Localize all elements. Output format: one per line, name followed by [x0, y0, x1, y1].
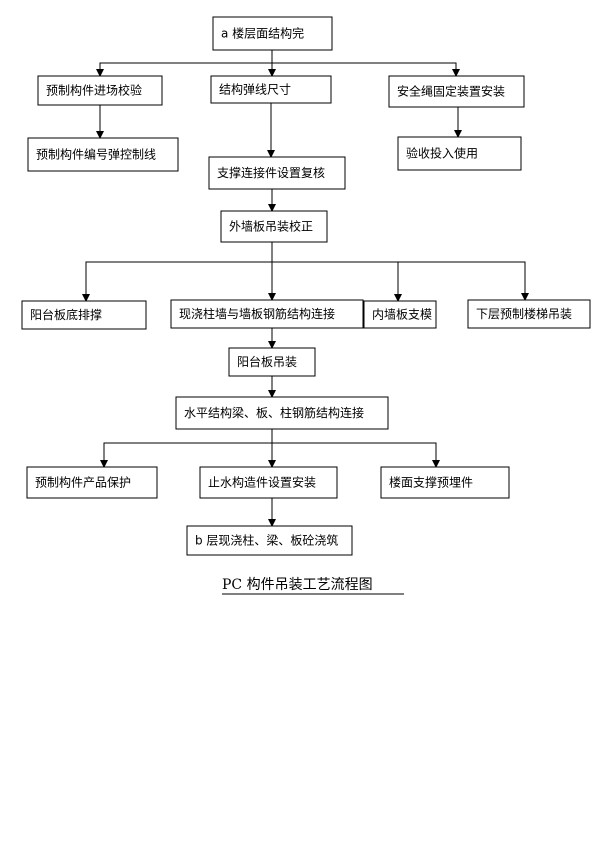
step-box	[37, 75, 163, 106]
step-label: 内墙板支模	[372, 308, 432, 322]
process-step-n11: 内墙板支模	[363, 300, 437, 329]
process-step-n1: a 楼层面结构完	[212, 16, 333, 51]
step-box	[175, 396, 389, 430]
step-label: b 层现浇柱、梁、板砼浇筑	[195, 533, 338, 548]
process-step-n3: 结构弹线尺寸	[210, 75, 332, 104]
step-box	[199, 466, 338, 499]
step-label: 阳台板底排撑	[30, 307, 102, 322]
step-box	[170, 299, 364, 329]
step-box	[27, 137, 179, 172]
step-box	[212, 16, 333, 51]
process-step-n6: 验收投入使用	[397, 136, 522, 171]
process-step-n8: 外墙板吊装校正	[220, 210, 328, 243]
step-box	[186, 525, 353, 556]
process-step-n2: 预制构件进场校验	[37, 75, 163, 106]
arrow-n8-to-n9	[82, 242, 273, 302]
process-step-n9: 阳台板底排撑	[21, 300, 147, 330]
arrow-n14-to-n17	[271, 429, 440, 468]
process-step-n14: 水平结构梁、板、柱钢筋结构连接	[175, 396, 389, 430]
step-label: a 楼层面结构完	[221, 26, 304, 41]
arrow-n1-to-n2	[96, 50, 273, 77]
step-label: 预制构件产品保护	[35, 475, 131, 490]
step-label: 验收投入使用	[406, 146, 478, 161]
process-step-n13: 阳台板吊装	[228, 347, 316, 377]
arrow-n8-to-n11	[271, 242, 402, 302]
step-label: 止水构造件设置安装	[208, 475, 316, 490]
step-box	[388, 75, 525, 108]
step-label: 楼面支撑预埋件	[389, 475, 473, 490]
arrow-n1-to-n4	[271, 50, 460, 77]
step-label: 阳台板吊装	[237, 354, 297, 369]
process-step-n15: 预制构件产品保护	[26, 466, 158, 499]
step-label: 下层预制楼梯吊装	[476, 306, 572, 321]
process-step-n4: 安全绳固定装置安装	[388, 75, 525, 108]
process-step-n10: 现浇柱墙与墙板钢筋结构连接	[170, 299, 364, 329]
step-box	[228, 347, 316, 377]
step-label: 安全绳固定装置安装	[397, 84, 505, 99]
step-box	[380, 466, 510, 499]
step-label: 结构弹线尺寸	[219, 82, 291, 97]
connectors	[82, 50, 529, 527]
process-step-n5: 预制构件编号弹控制线	[27, 137, 179, 172]
process-step-n7: 支撑连接件设置复核	[208, 156, 346, 190]
step-box	[467, 299, 591, 329]
process-step-n17: 楼面支撑预埋件	[380, 466, 510, 499]
arrow-n8-to-n12	[271, 242, 529, 301]
step-box	[26, 466, 158, 499]
step-box	[363, 300, 437, 329]
step-box	[21, 300, 147, 330]
process-step-n16: 止水构造件设置安装	[199, 466, 338, 499]
step-label: 现浇柱墙与墙板钢筋结构连接	[179, 306, 335, 321]
step-label: 水平结构梁、板、柱钢筋结构连接	[184, 405, 364, 420]
step-label: 预制构件编号弹控制线	[36, 147, 156, 162]
step-label: 预制构件进场校验	[46, 83, 142, 98]
step-label: 外墙板吊装校正	[229, 219, 313, 234]
process-step-n18: b 层现浇柱、梁、板砼浇筑	[186, 525, 353, 556]
arrow-n14-to-n15	[100, 429, 273, 468]
step-box	[210, 75, 332, 104]
diagram-caption: PC 构件吊装工艺流程图	[222, 577, 373, 593]
step-box	[208, 156, 346, 190]
step-box	[220, 210, 328, 243]
process-step-n12: 下层预制楼梯吊装	[467, 299, 591, 329]
step-box	[397, 136, 522, 171]
step-label: 支撑连接件设置复核	[217, 165, 325, 180]
